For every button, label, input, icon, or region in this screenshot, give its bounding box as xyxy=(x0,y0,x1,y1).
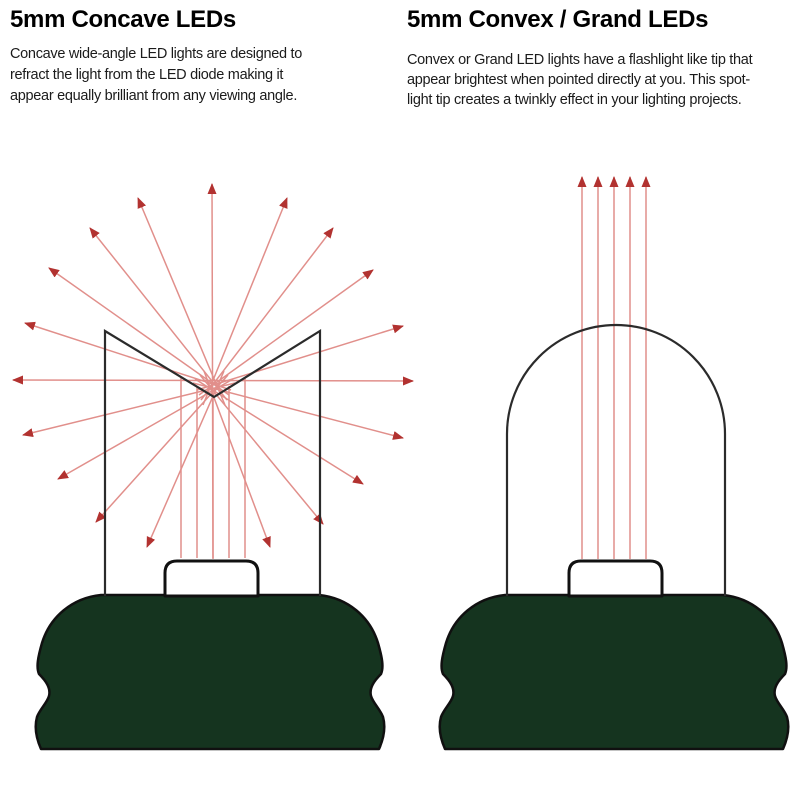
light-ray xyxy=(194,378,364,485)
convex-heading: 5mm Convex / Grand LEDs xyxy=(407,6,709,33)
concave-led-base xyxy=(34,593,386,751)
light-ray xyxy=(198,269,374,396)
concave-led-diode xyxy=(163,559,260,598)
concave-led-figure xyxy=(12,183,414,751)
concave-led-body-outline xyxy=(103,329,322,596)
convex-description: Convex or Grand LED lights have a flashl… xyxy=(407,52,753,108)
convex-led-dome-outline xyxy=(505,323,727,596)
convex-led-figure xyxy=(438,176,790,751)
concave-panel: 5mm Concave LEDs Concave wide-angle LED … xyxy=(10,6,382,107)
convex-led-diode xyxy=(567,559,664,598)
light-ray xyxy=(95,374,229,523)
convex-led-rays xyxy=(577,176,651,559)
light-ray xyxy=(48,267,230,396)
concave-description: Concave wide-angle LED lights are design… xyxy=(10,46,302,104)
light-ray xyxy=(137,197,226,406)
light-ray xyxy=(57,378,234,480)
light-ray xyxy=(200,227,334,401)
light-ray xyxy=(192,382,404,440)
concave-heading: 5mm Concave LEDs xyxy=(10,6,236,33)
convex-panel: 5mm Convex / Grand LEDs Convex or Grand … xyxy=(407,6,800,110)
light-ray xyxy=(203,370,271,548)
light-ray xyxy=(89,227,228,401)
convex-led-base xyxy=(438,593,790,751)
concave-led-rays xyxy=(12,183,414,560)
light-ray xyxy=(22,382,236,437)
light-ray xyxy=(199,374,324,525)
light-ray xyxy=(202,197,288,406)
light-ray xyxy=(146,370,225,548)
